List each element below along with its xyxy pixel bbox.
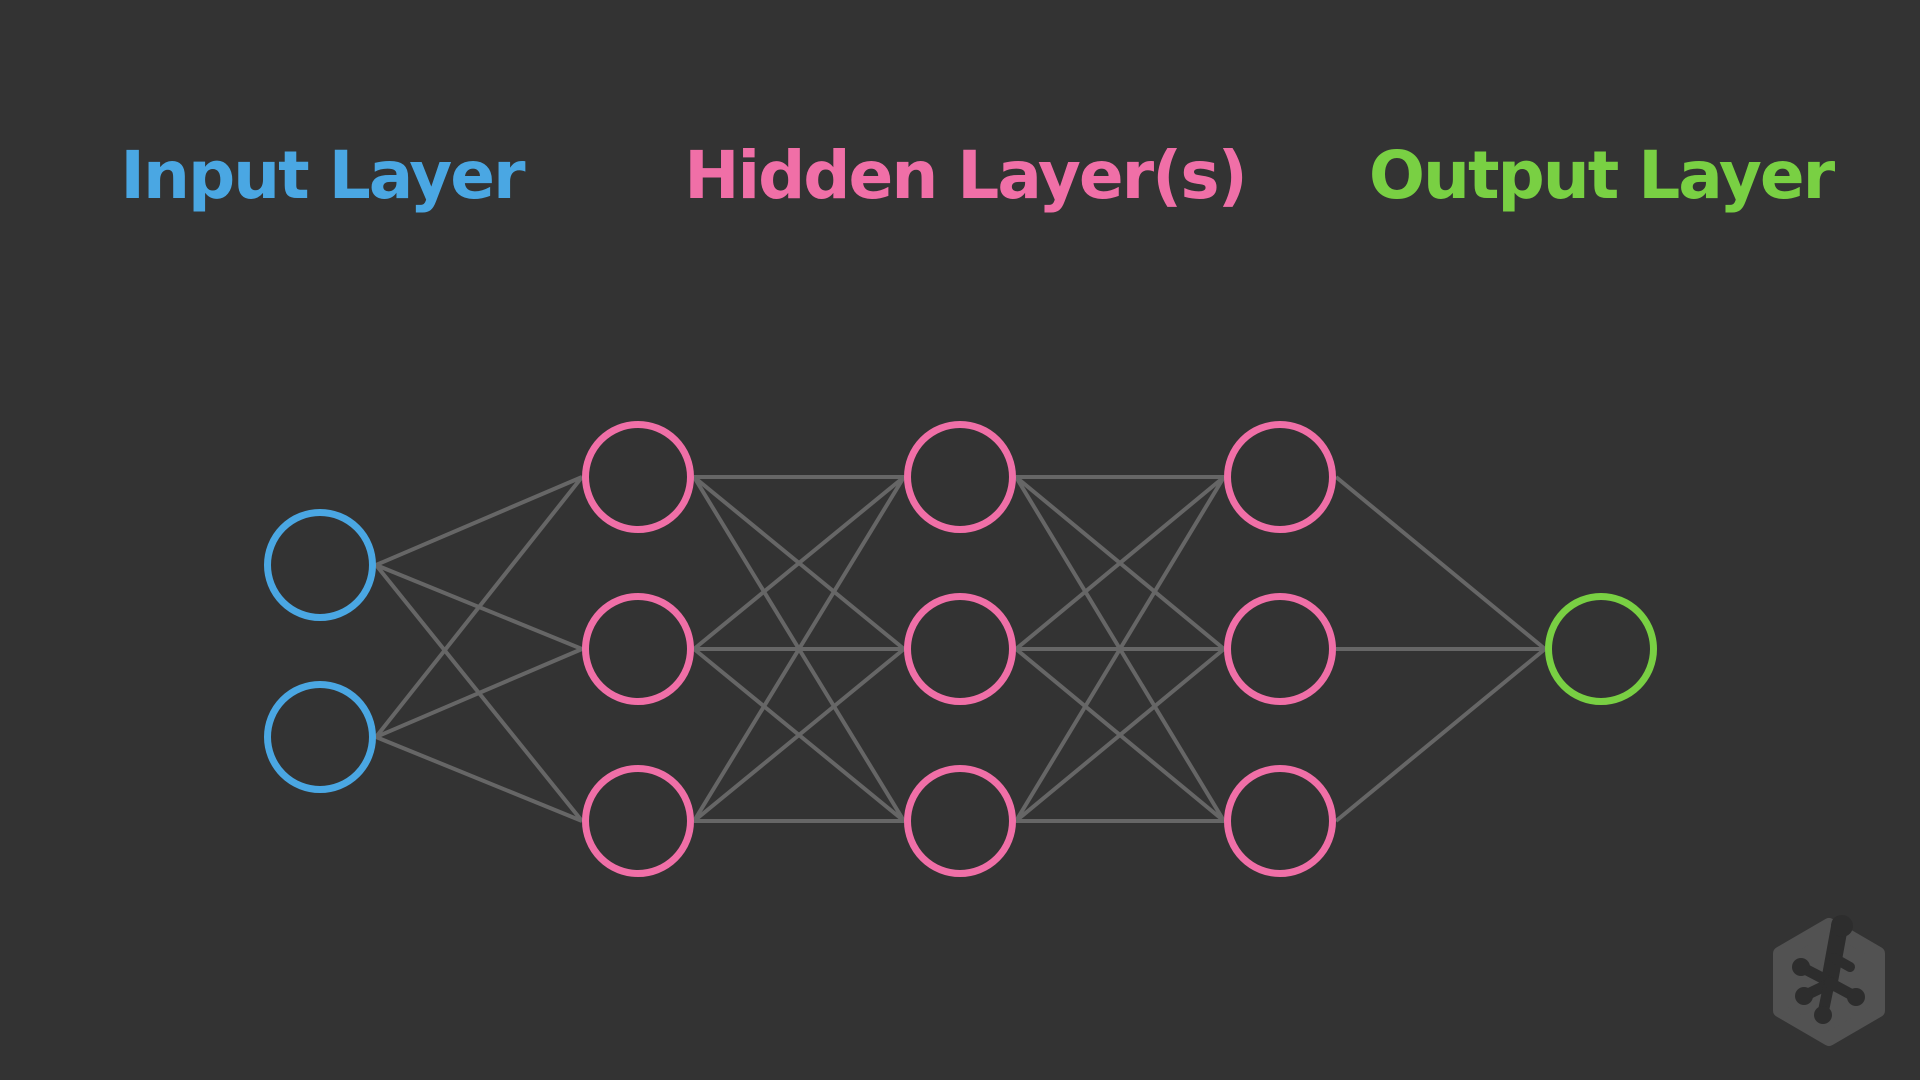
logo-branch-tip: [1814, 1006, 1832, 1024]
hidden-2-node-3: [904, 765, 1016, 877]
edge-input-to-hidden-1: [375, 647, 583, 739]
edge-input-to-hidden-1: [375, 735, 583, 823]
treehouse-logo: [1773, 915, 1885, 1046]
hidden-3-node-2: [1224, 593, 1336, 705]
hidden-layers-label: Hidden Layer(s): [684, 137, 1248, 214]
logo-branch-tip: [1831, 915, 1853, 937]
input-node-1: [264, 509, 376, 621]
hidden-2-node-1: [904, 421, 1016, 533]
hidden-2-node-2: [904, 593, 1016, 705]
edge-hidden-2-to-hidden-3: [1014, 475, 1226, 823]
edge-hidden-1-to-hidden-2: [692, 475, 906, 651]
edge-hidden-2-to-hidden-3: [1014, 647, 1226, 823]
logo-branch-tip: [1847, 988, 1865, 1006]
hidden-1-node-1: [582, 421, 694, 533]
edge-hidden-2-to-hidden-3: [1014, 475, 1226, 651]
hidden-1-node-2: [582, 593, 694, 705]
logo-branch-tip: [1792, 958, 1810, 976]
hidden-3-node-1: [1224, 421, 1336, 533]
hidden-1-node-3: [582, 765, 694, 877]
logo-twig-branch: [1829, 953, 1855, 972]
edge-hidden-3-to-output: [1334, 475, 1547, 651]
edge-hidden-1-to-hidden-2: [692, 475, 906, 823]
input-node-2: [264, 681, 376, 793]
edge-input-to-hidden-1: [374, 475, 584, 739]
edge-input-to-hidden-1: [375, 475, 583, 567]
edge-hidden-1-to-hidden-2: [692, 647, 906, 823]
logo-branch-tip: [1795, 987, 1813, 1005]
input-layer-label: Input Layer: [120, 137, 525, 214]
output-node-1: [1545, 593, 1657, 705]
hidden-3-node-3: [1224, 765, 1336, 877]
output-layer-label: Output Layer: [1368, 137, 1835, 214]
edge-hidden-3-to-output: [1334, 647, 1547, 823]
